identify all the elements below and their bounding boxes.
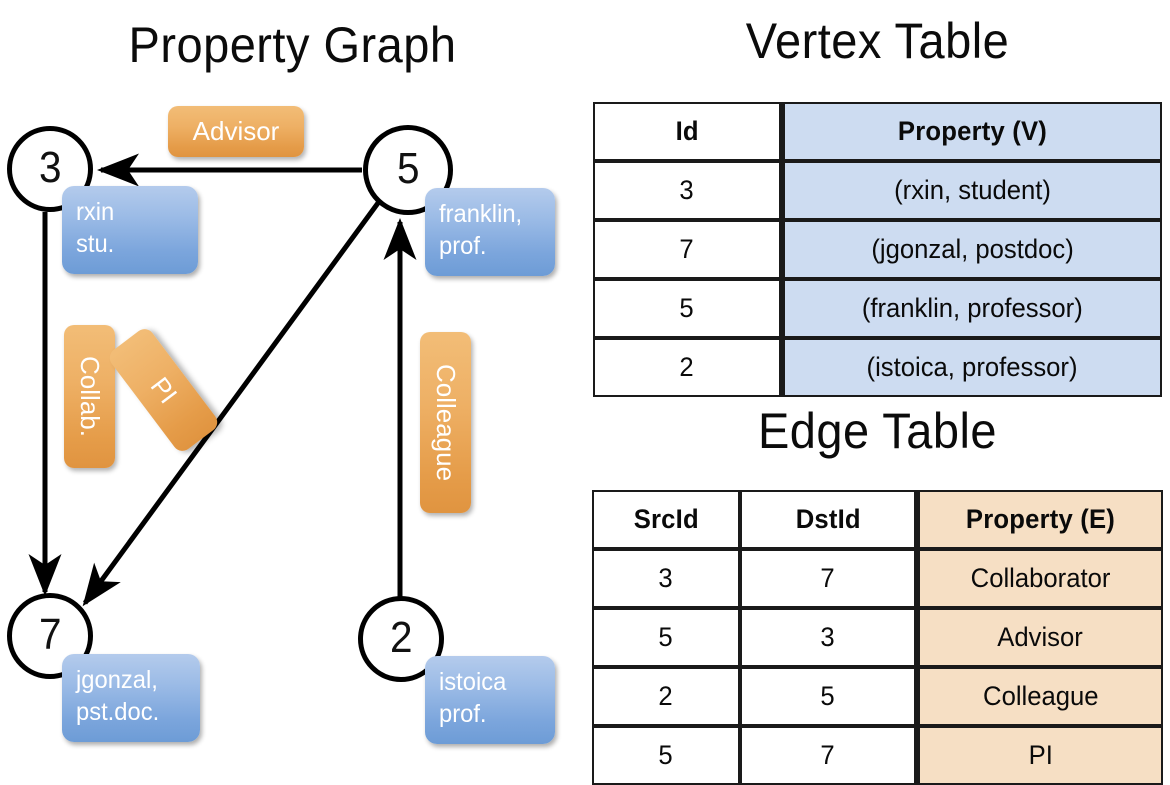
edge-table: SrcId DstId Property (E) 3 7 Collaborato…: [592, 490, 1163, 785]
edge-row-0-dst: 7: [740, 549, 916, 608]
vertex-table-header-property: Property (V): [781, 102, 1162, 161]
vertex-row-0-property: (rxin, student): [781, 161, 1162, 220]
vertex-table: Id Property (V) 3 (rxin, student) 7 (jgo…: [593, 102, 1162, 397]
graph-edges-svg: [28, 153, 417, 620]
edge-label-colleague-text: Colleague: [431, 363, 461, 482]
edge-table-header-row: SrcId DstId Property (E): [592, 490, 1163, 549]
vertex-row-2-property: (franklin, professor): [781, 279, 1162, 338]
edge-row-1-property-text: Advisor: [997, 622, 1084, 652]
graph-node-2[interactable]: 2: [358, 596, 444, 682]
edge-table-header-property: Property (E): [916, 490, 1163, 549]
vertex-callout-franklin: franklin, prof.: [425, 188, 555, 276]
edge-row-3-property-text: PI: [1028, 740, 1053, 770]
edge-row-3-property: PI: [916, 726, 1163, 785]
edge-row-3-src: 5: [592, 726, 740, 785]
vertex-table-header-row: Id Property (V): [593, 102, 1162, 161]
vertex-callout-istoica: istoica prof.: [425, 656, 555, 744]
property-graph-diagram: 3 5 7 2 rxin stu. franklin, prof. jgonza…: [0, 0, 585, 760]
table-row: 3 7 Collaborator: [592, 549, 1163, 608]
edge-table-header-property-text: Property (E): [965, 504, 1116, 534]
vertex-row-2-id: 5: [593, 279, 781, 338]
edge-label-pi-text: PI: [144, 370, 184, 409]
page-title-vertex-table: Vertex Table: [745, 13, 1010, 69]
vertex-callout-franklin-line2: prof.: [439, 232, 487, 260]
edge-row-0-property-text: Collaborator: [970, 563, 1111, 593]
vertex-row-0-id-text: 3: [679, 175, 695, 205]
table-row: 3 (rxin, student): [593, 161, 1162, 220]
edge-row-1-dst: 3: [740, 608, 916, 667]
edge-table-header-srcid-text: SrcId: [633, 504, 699, 534]
edge-label-collab: Collab.: [64, 325, 115, 468]
edge-table-header-dstid-text: DstId: [795, 504, 861, 534]
graph-node-7-label: 7: [38, 610, 62, 659]
vertex-row-3-id-text: 2: [679, 352, 695, 382]
edge-row-1-src: 5: [592, 608, 740, 667]
edge-label-advisor: Advisor: [168, 106, 304, 157]
edge-label-advisor-text: Advisor: [192, 116, 280, 146]
edge-row-0-dst-text: 7: [820, 563, 836, 593]
vertex-table-header-id: Id: [593, 102, 781, 161]
table-row: 2 5 Colleague: [592, 667, 1163, 726]
edge-row-2-dst: 5: [740, 667, 916, 726]
edge-row-2-property: Colleague: [916, 667, 1163, 726]
vertex-callout-jgonzal-line1: jgonzal,: [76, 666, 158, 694]
vertex-callout-franklin-line1: franklin,: [439, 200, 523, 228]
edge-row-1-dst-text: 3: [820, 622, 836, 652]
edge-row-3-dst-text: 7: [820, 740, 836, 770]
edge-row-3-dst: 7: [740, 726, 916, 785]
vertex-row-1-property: (jgonzal, postdoc): [781, 220, 1162, 279]
vertex-callout-jgonzal: jgonzal, pst.doc.: [62, 654, 200, 742]
edge-label-collab-text: Collab.: [75, 356, 105, 437]
vertex-callout-istoica-line1: istoica: [439, 668, 507, 696]
edge-row-0-property: Collaborator: [916, 549, 1163, 608]
edge-row-0-src-text: 3: [658, 563, 674, 593]
edge-row-2-property-text: Colleague: [982, 681, 1099, 711]
table-row: 5 (franklin, professor): [593, 279, 1162, 338]
graph-node-2-label: 2: [389, 613, 413, 662]
edge-row-2-src-text: 2: [658, 681, 674, 711]
graph-node-3-label: 3: [38, 143, 62, 192]
table-row: 7 (jgonzal, postdoc): [593, 220, 1162, 279]
edge-row-0-src: 3: [592, 549, 740, 608]
graph-node-5[interactable]: 5: [363, 125, 453, 215]
vertex-row-1-id: 7: [593, 220, 781, 279]
vertex-row-3-id: 2: [593, 338, 781, 397]
vertex-row-2-id-text: 5: [679, 293, 695, 323]
edge-row-1-property: Advisor: [916, 608, 1163, 667]
page-title-edge-table: Edge Table: [757, 403, 998, 459]
edge-row-1-src-text: 5: [658, 622, 674, 652]
edge-row-2-src: 2: [592, 667, 740, 726]
vertex-callout-jgonzal-line2: pst.doc.: [76, 698, 160, 726]
edge-5-to-7-pi: [82, 201, 381, 607]
vertex-table-header-property-text: Property (V): [897, 116, 1048, 146]
vertex-row-3-property-text: (istoica, professor): [867, 352, 1078, 382]
vertex-row-0-property-text: (rxin, student): [894, 175, 1051, 205]
vertex-row-3-property: (istoica, professor): [781, 338, 1162, 397]
vertex-row-2-property-text: (franklin, professor): [862, 293, 1083, 323]
vertex-row-1-property-text: (jgonzal, postdoc): [871, 234, 1074, 264]
page-title-property-graph: Property Graph: [128, 17, 457, 73]
edge-row-2-dst-text: 5: [820, 681, 836, 711]
edge-row-3-src-text: 5: [658, 740, 674, 770]
graph-node-5-label: 5: [396, 144, 420, 193]
vertex-callout-rxin-line2: stu.: [76, 230, 115, 258]
table-row: 2 (istoica, professor): [593, 338, 1162, 397]
edge-table-header-srcid: SrcId: [592, 490, 740, 549]
table-row: 5 3 Advisor: [592, 608, 1163, 667]
vertex-table-header-id-text: Id: [675, 116, 699, 146]
table-row: 5 7 PI: [592, 726, 1163, 785]
edge-table-header-dstid: DstId: [740, 490, 916, 549]
vertex-callout-istoica-line2: prof.: [439, 700, 487, 728]
vertex-callout-rxin-line1: rxin: [76, 198, 115, 226]
edge-label-colleague: Colleague: [420, 332, 471, 513]
vertex-row-1-id-text: 7: [679, 234, 695, 264]
vertex-row-0-id: 3: [593, 161, 781, 220]
vertex-callout-rxin: rxin stu.: [62, 186, 198, 274]
